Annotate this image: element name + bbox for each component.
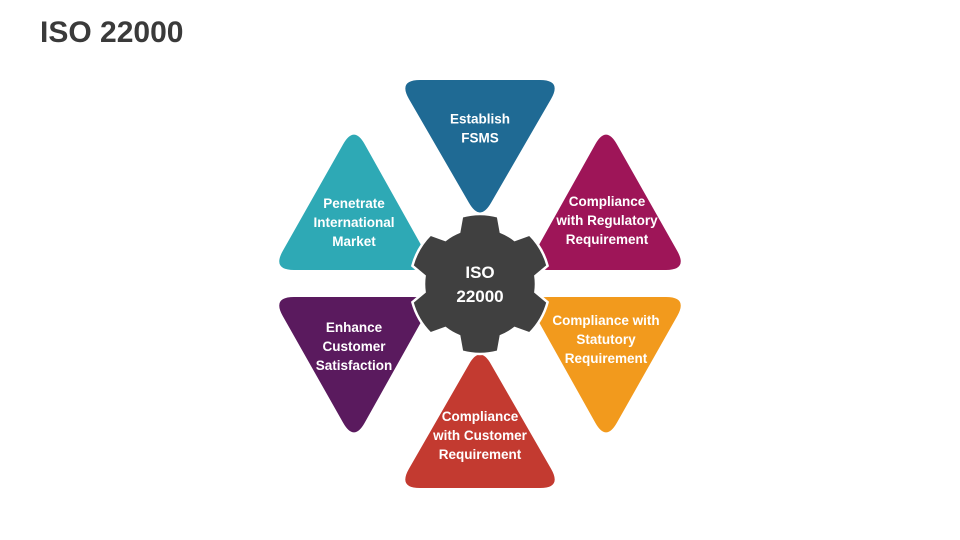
page-title: ISO 22000 — [40, 16, 184, 49]
segments-layer — [279, 80, 681, 488]
center-gear-shape — [410, 212, 550, 356]
segment-compliance-statutory — [532, 297, 681, 433]
segment-enhance-customer-satisfaction — [279, 297, 428, 433]
segment-establish-fsms — [405, 80, 555, 213]
segment-compliance-regulatory — [532, 134, 681, 270]
segment-compliance-customer — [405, 354, 555, 488]
segment-penetrate-international-market — [279, 134, 428, 270]
